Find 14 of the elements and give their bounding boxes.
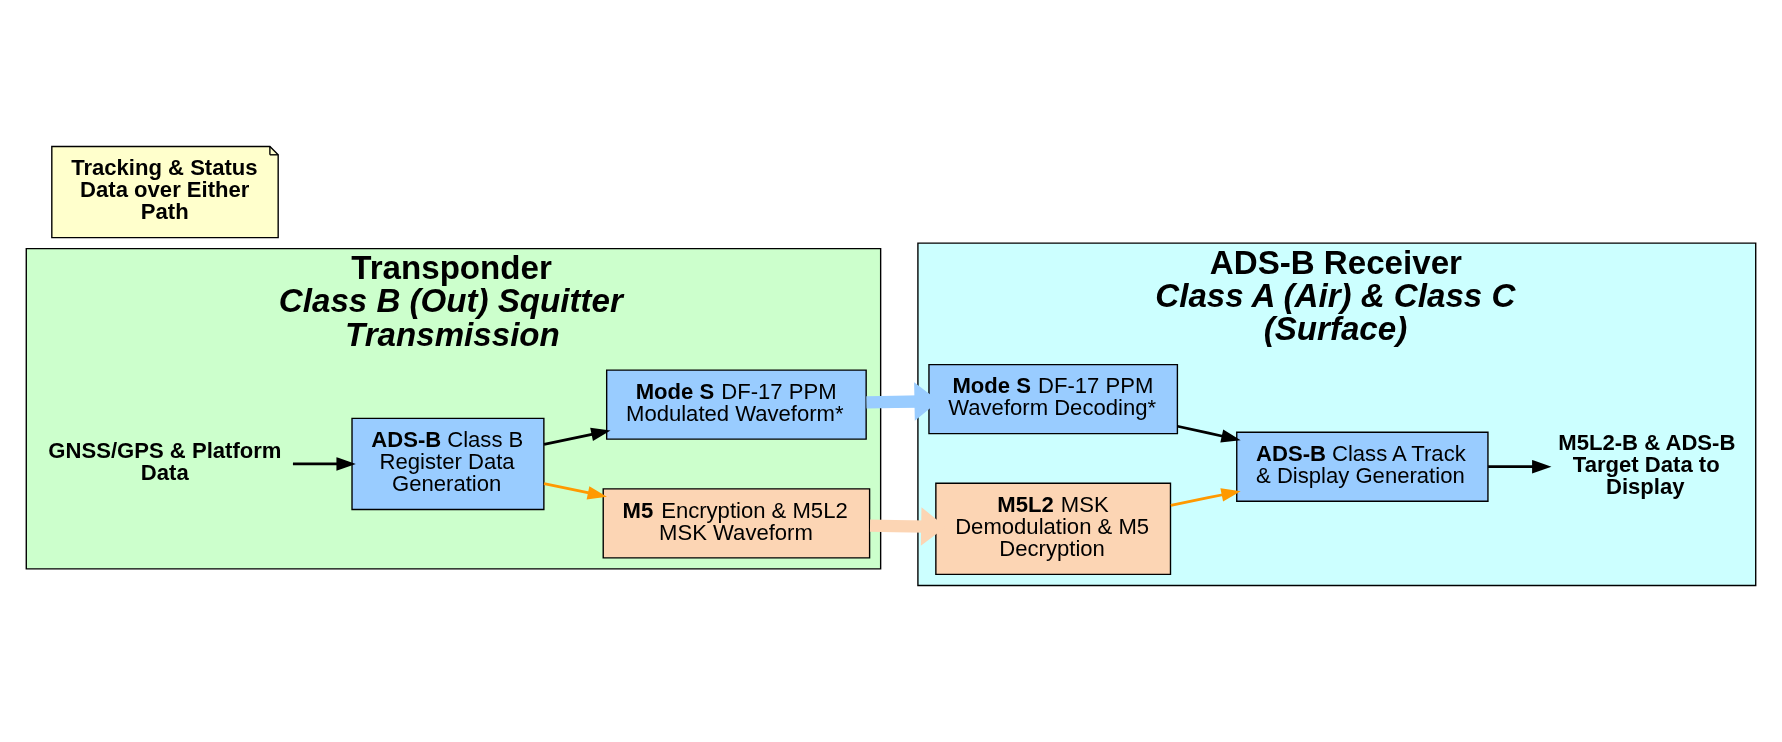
- node-box: ADS-B Class B Register Data Generation: [351, 417, 545, 510]
- arrow: [543, 481, 607, 499]
- node-box: ADS-B Class A Track & Display Generation: [1236, 431, 1489, 502]
- node-box: Mode S DF-17 PPM Modulated Waveform*: [605, 368, 867, 440]
- arrow: [1170, 487, 1241, 507]
- node-text: M5L2-B & ADS-B Target Data to Display: [1558, 429, 1736, 499]
- node-box: M5 Encryption & M5L2 MSK Waveform: [602, 487, 871, 559]
- node-box: M5L2 MSK Demodulation & M5 Decryption: [935, 482, 1172, 575]
- arrow: [292, 456, 356, 471]
- arrow: [1177, 424, 1241, 443]
- node-text: GNSS/GPS & Platform Data: [48, 437, 282, 485]
- arrow: [1488, 459, 1552, 473]
- arrow: [543, 427, 611, 446]
- node-box: Mode S DF-17 PPM Waveform Decoding*: [928, 363, 1179, 434]
